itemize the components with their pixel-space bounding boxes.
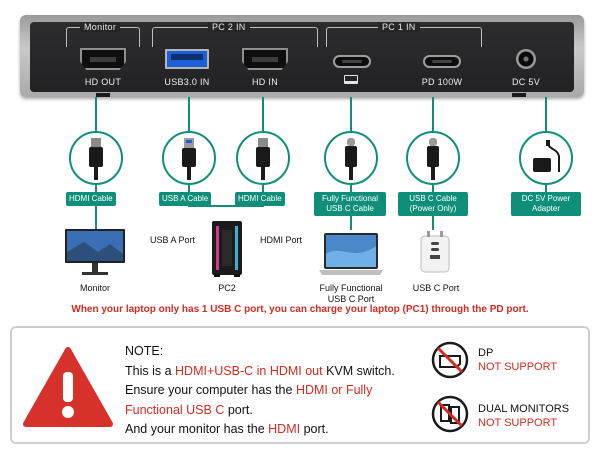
hdmi-cable-circle <box>69 131 123 185</box>
no-dual-monitor-icon <box>431 395 469 433</box>
dual-monitors-status: NOT SUPPORT <box>478 417 558 429</box>
usb-a-cable-circle <box>162 131 216 185</box>
laptop-illustration <box>319 233 383 275</box>
dc-5v-label: DC 5V <box>511 77 540 87</box>
charger-illustration <box>420 231 450 273</box>
usbc-data-port <box>333 55 371 68</box>
usb-a-plug-icon <box>182 138 196 180</box>
hd-out-label: HD OUT <box>84 77 122 87</box>
dc-adapter-tag: DC 5V Power Adapter <box>511 192 581 216</box>
note-title: NOTE: <box>125 344 164 358</box>
usb30-in-port <box>165 49 209 69</box>
kvm-switch-device: Monitor PC 2 IN PC 1 IN HD OUT USB3.0 IN… <box>20 15 584 97</box>
dc-adapter-circle <box>519 131 573 185</box>
hd-out-port <box>80 48 126 70</box>
hdmi-cable-tag: HDMI Cable <box>66 192 116 206</box>
pc-tower-illustration <box>212 221 242 277</box>
dp-not-support: DP NOT SUPPORT <box>478 346 557 374</box>
usbc-power-cable-circle <box>406 131 460 185</box>
hdmi-cable-circle <box>236 131 290 185</box>
device-front-panel: Monitor PC 2 IN PC 1 IN HD OUT USB3.0 IN… <box>30 22 574 92</box>
monitor-illustration <box>65 229 125 275</box>
note-line-4: And your monitor has the HDMI port. <box>125 422 329 436</box>
no-displayport-icon <box>431 341 469 379</box>
pc2-bracket <box>188 205 264 207</box>
pd-100w-label: PD 100W <box>421 77 463 87</box>
hdmi-plug-icon <box>89 138 103 180</box>
power-adapter-icon <box>533 140 560 172</box>
note-line-1: This is a HDMI+USB-C in HDMI out KVM swi… <box>125 363 395 378</box>
pc2-group-label: PC 2 IN <box>208 22 250 32</box>
hdmi-port-label: HDMI Port <box>260 235 303 245</box>
dc-5v-port <box>516 49 536 69</box>
warning-triangle-icon <box>23 347 113 427</box>
dual-monitors-not-support: DUAL MONITORS NOT SUPPORT <box>478 402 569 430</box>
usbc-full-cable-circle <box>324 131 378 185</box>
usbc-power-cable-tag: USB C Cable (Power Only) <box>398 192 468 216</box>
hd-in-label: HD IN <box>252 77 278 87</box>
note-line-2: Ensure your computer has the HDMI or Ful… <box>125 383 373 397</box>
usb30-in-label: USB3.0 IN <box>164 77 210 87</box>
dp-label: DP <box>478 347 494 359</box>
usb-c-plug-icon <box>427 138 439 180</box>
dual-monitors-label: DUAL MONITORS <box>478 403 570 415</box>
usbc-pd-port <box>423 55 461 68</box>
usb-a-port-label: USB A Port <box>150 235 196 245</box>
laptop-charging-warning: When your laptop only has 1 USB C port, … <box>71 304 529 315</box>
hdmi-cable-tag: HDMI Cable <box>235 192 285 206</box>
dp-status: NOT SUPPORT <box>478 361 558 373</box>
laptop-icon <box>344 75 358 84</box>
hdmi-plug-icon <box>256 138 270 180</box>
note-line-3: Functional USB C port. <box>125 402 253 417</box>
device-foot-left <box>96 93 110 97</box>
note-panel: NOTE: This is a HDMI+USB-C in HDMI out K… <box>10 326 590 444</box>
usb-a-cable-tag: USB A Cable <box>159 192 212 206</box>
hd-in-port <box>242 48 288 70</box>
note-text: NOTE: This is a HDMI+USB-C in HDMI out K… <box>125 342 395 440</box>
pc2-label: PC2 <box>218 283 236 293</box>
charger-label: USB C Port <box>412 283 460 293</box>
device-foot-right <box>512 93 526 97</box>
usbc-full-cable-tag: Fully Functional USB C Cable <box>314 192 386 216</box>
monitor-label: Monitor <box>79 283 110 293</box>
laptop-label: Fully Functional USB C Port <box>319 283 383 304</box>
usb-c-plug-icon <box>345 138 357 180</box>
pc1-group-label: PC 1 IN <box>378 22 420 32</box>
monitor-group-label: Monitor <box>80 22 121 32</box>
